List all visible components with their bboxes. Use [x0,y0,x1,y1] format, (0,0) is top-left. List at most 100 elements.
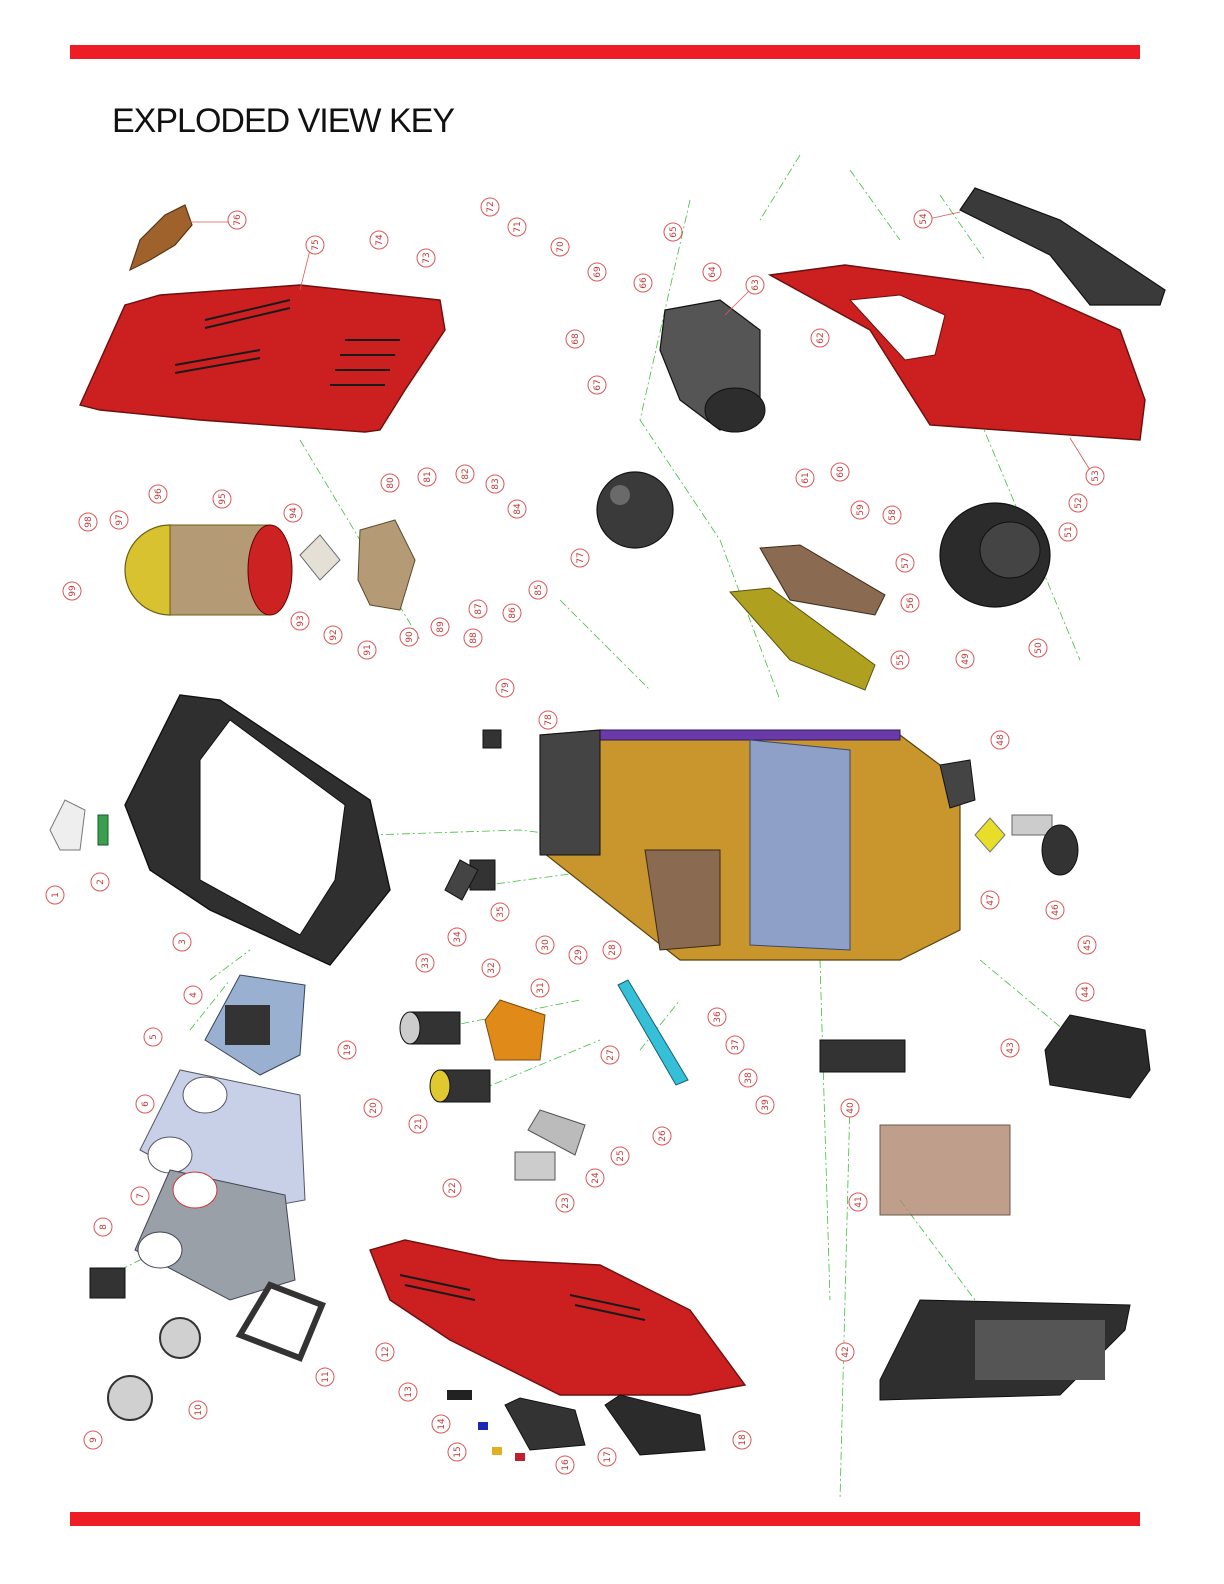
callout-number: 33 [421,957,431,968]
part-93-spool [124,524,293,616]
callout-circle [848,1192,868,1212]
callout-number: 80 [386,477,396,489]
callout-circle [602,940,622,960]
callout-circle [363,1098,383,1118]
callout-circle [447,927,467,947]
callout-number: 67 [593,379,603,390]
callout-32: 32 [481,958,501,978]
callout-71: 71 [507,217,527,237]
part-94-plate [299,534,341,581]
callout-circle [1058,522,1078,542]
callout-circle [555,1193,575,1213]
callout-circle [538,710,558,730]
callout-number: 58 [888,509,898,521]
callout-circle [507,499,527,519]
page-title: EXPLODED VIEW KEY [112,102,455,140]
callout-number: 34 [453,931,463,943]
callout-49: 49 [955,649,975,669]
callout-number: 15 [453,1446,463,1457]
callout-19: 19 [337,1040,357,1060]
callout-number: 28 [608,944,618,956]
callout-circle [463,628,483,648]
callout-50: 50 [1028,638,1048,658]
callout-number: 6 [141,1101,151,1107]
part-15-label [492,1447,502,1455]
callout-number: 64 [708,266,718,278]
callout-number: 96 [154,488,164,500]
part-91-plate [357,519,416,611]
callout-number: 8 [99,1224,109,1230]
callout-54: 54 [913,209,933,229]
callout-98: 98 [78,512,98,532]
callout-12: 12 [375,1342,395,1362]
callout-number: 71 [513,221,523,232]
chassis-frame [539,729,961,961]
callout-82: 82 [455,464,475,484]
top-accent-bar [70,45,1140,59]
callout-number: 76 [233,214,243,226]
callout-16: 16 [555,1455,575,1475]
callout-number: 99 [68,585,78,597]
callout-number: 57 [901,557,911,568]
callout-13: 13 [398,1382,418,1402]
callout-number: 25 [616,1150,626,1161]
callout-number: 56 [906,597,916,609]
callout-number: 47 [986,894,996,905]
callout-number: 75 [311,239,321,250]
part-53-side-cover [767,264,1146,441]
callout-59: 59 [850,500,870,520]
callout-number: 93 [296,615,306,626]
callout-number: 66 [639,277,649,289]
callout-number: 59 [856,504,866,516]
callout-number: 2 [96,879,106,885]
callout-circle [305,235,325,255]
part-46-caster [1011,814,1079,876]
part-34-mesh [444,859,479,901]
callout-circle [183,985,203,1005]
callout-circle [78,512,98,532]
callout-circle [565,329,585,349]
callout-number: 51 [1064,526,1074,537]
callout-circle [535,935,555,955]
callout-circle [93,1217,113,1237]
callout-number: 50 [1034,642,1044,654]
callout-circle [890,650,910,670]
callout-81: 81 [417,467,437,487]
callout-circle [1085,466,1105,486]
callout-80: 80 [380,473,400,493]
callout-94: 94 [283,503,303,523]
callout-number: 94 [289,507,299,519]
callout-circle [725,1035,745,1055]
callout-circle [90,872,110,892]
callout-72: 72 [480,197,500,217]
callout-circle [568,945,588,965]
callout-circle [380,473,400,493]
callout-number: 82 [461,468,471,479]
callout-circle [485,474,505,494]
part-23-capacitor [514,1151,556,1181]
callout-66: 66 [633,273,653,293]
callout-75: 75 [305,235,325,255]
callout-79: 79 [495,678,515,698]
callout-circle [369,230,389,250]
callout-circle [143,1027,163,1047]
callout-number: 54 [919,213,929,225]
callout-number: 63 [751,279,761,290]
callout-number: 84 [513,503,523,515]
callout-number: 45 [1083,939,1093,950]
bottom-accent-bar [70,1512,1140,1526]
callout-circle [587,375,607,395]
callout-number: 86 [508,607,518,619]
callout-number: 70 [556,241,566,253]
callout-number: 31 [536,982,546,993]
callout-circle [530,978,550,998]
callout-number: 5 [149,1034,159,1040]
callout-circle [468,599,488,619]
callout-circle [430,617,450,637]
callout-58: 58 [882,505,902,525]
callout-number: 18 [738,1434,748,1446]
callout-73: 73 [416,248,436,268]
callout-number: 46 [1051,904,1061,916]
callout-circle [408,1114,428,1134]
